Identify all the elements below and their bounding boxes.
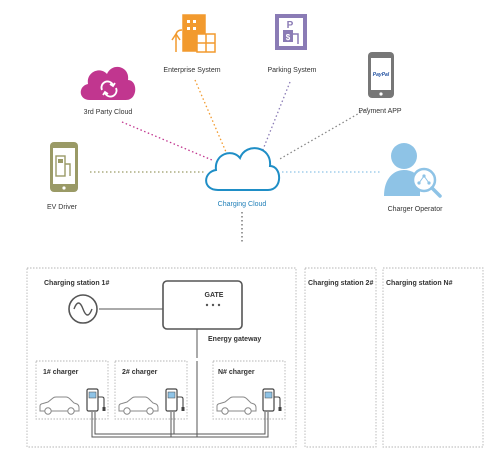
charger-operator: Charger Operator [384,143,443,213]
third-party-label: 3rd Party Cloud [84,109,133,116]
connector-enterprise [194,79,227,153]
gateway-box [162,280,243,330]
charger-2-box [114,360,188,420]
cloud-icon [205,147,281,191]
parking-label: Parking System [267,67,316,74]
ev-driver: EV Driver [47,142,78,211]
connector-third-party [121,121,213,161]
connector-payment [277,107,369,161]
station-n-title: Charging station N# [386,280,453,287]
enterprise-system: Enterprise System [163,14,221,74]
charger-unit-n [216,388,283,415]
ac-source-icon [68,294,98,324]
phone-paypal-icon: PayPal [368,52,394,98]
charger-2-label: 2# charger [122,369,158,376]
ac-source [68,294,98,324]
charger-post-icon [86,388,107,412]
parking-icon: P $ [275,14,307,50]
ev-driver-label: EV Driver [47,204,78,211]
pink-cloud-icon [80,66,136,100]
phone-charger-icon [50,142,78,192]
sync-arrows-icon [100,80,118,98]
charger-1-label: 1# charger [43,369,79,376]
operator-person-icon [384,143,420,196]
payment-label: Payment APP [358,108,402,115]
station-2-title: Charging station 2# [308,280,373,287]
energy-gateway: GATE Energy gateway [162,280,261,343]
charging-cloud: Charging Cloud [205,147,281,208]
gateway-led-1 [205,303,209,307]
operator-label: Charger Operator [388,206,444,213]
payment-app: PayPal Payment APP [358,52,402,115]
sine-wave [73,302,93,316]
charger-unit-1 [39,388,107,415]
charger-n-box [212,360,286,420]
building-icon [171,14,216,53]
gateway-box-label: GATE [205,292,224,299]
cloud-label: Charging Cloud [218,201,267,208]
car-icon [216,396,257,415]
gateway-led-3 [217,303,221,307]
station-1-title: Charging station 1# [44,280,109,287]
charger-bus [91,329,269,438]
gateway-led-2 [211,303,215,307]
charger-post-icon [165,388,186,412]
car-icon [118,396,159,415]
parking-p-glyph: P [287,20,294,31]
third-party-cloud: 3rd Party Cloud [80,66,136,116]
station-n-box [382,267,484,448]
cloud-connectors [90,79,382,244]
charger-post-icon [262,388,283,412]
parking-system: P $ Parking System [267,14,317,74]
charger-1-box [35,360,109,420]
magnifier-icon [411,167,442,198]
connector-parking [261,81,291,153]
enterprise-label: Enterprise System [163,67,220,74]
station-2-box [304,267,377,448]
charger-n-label: N# charger [218,369,255,376]
station-boxes [26,267,484,448]
charger-unit-2 [118,388,186,415]
paypal-glyph: PayPal [373,72,390,78]
dollar-glyph: $ [286,33,291,42]
station-1-box [26,267,297,448]
car-icon [39,396,80,415]
gateway-label: Energy gateway [208,336,261,343]
